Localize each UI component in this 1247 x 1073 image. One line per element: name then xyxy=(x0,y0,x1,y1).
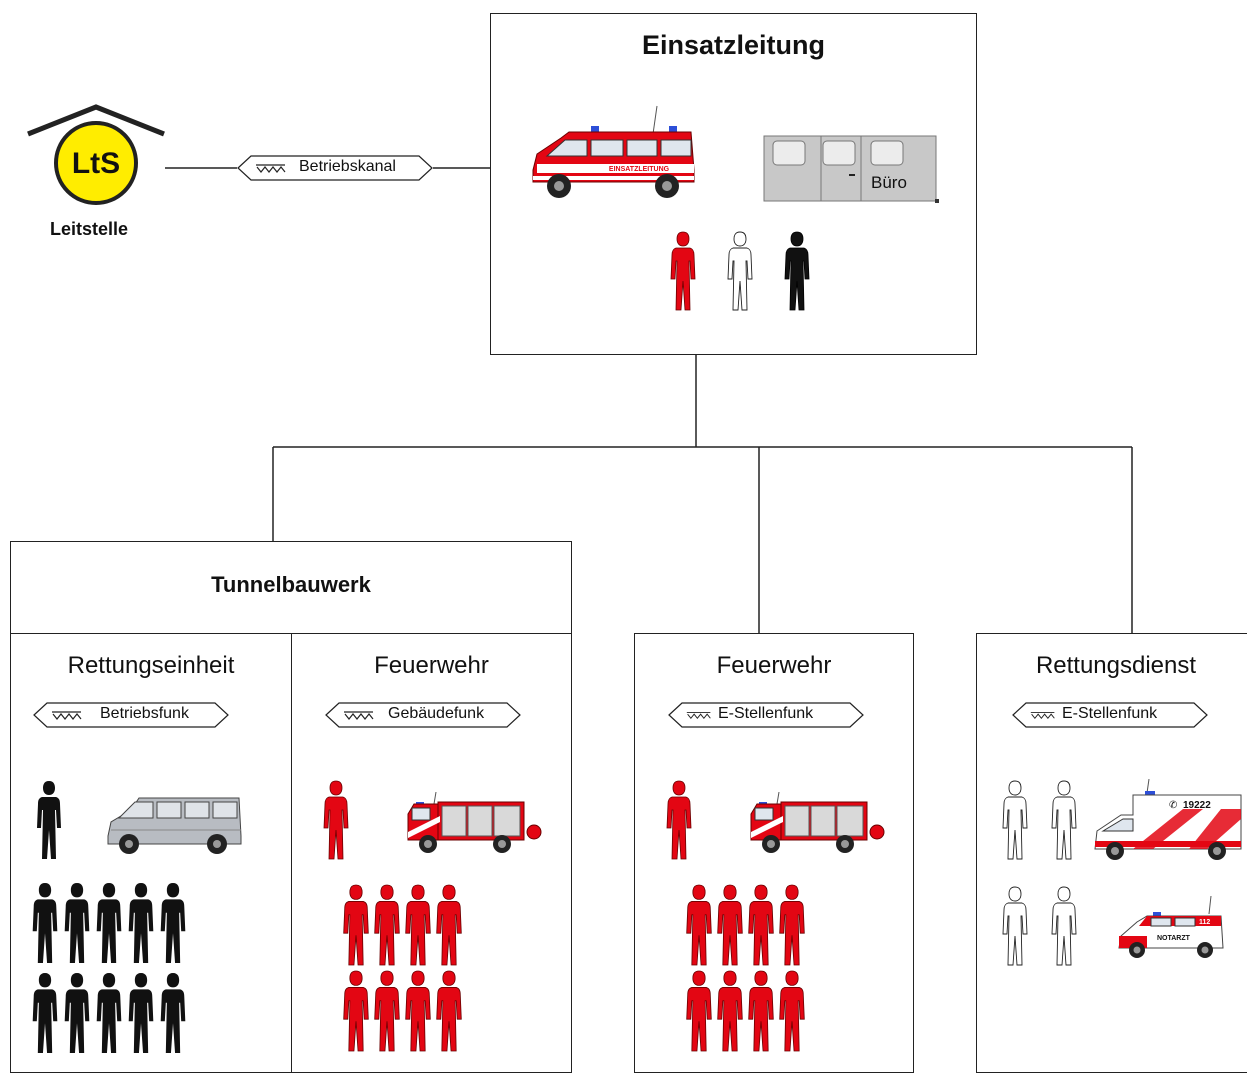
person-black-icon xyxy=(63,882,91,964)
channel-label: E-Stellenfunk xyxy=(718,705,814,722)
person-red-icon xyxy=(404,884,432,966)
person-white-icon xyxy=(727,231,753,311)
person-red-icon xyxy=(435,970,463,1052)
unit-feuerwehr: Feuerwehr E-Stellenfunk xyxy=(634,633,914,1073)
person-red-icon xyxy=(342,884,370,966)
channel-e-stellenfunk: E-Stellenfunk xyxy=(1012,702,1208,728)
person-red-icon xyxy=(716,884,744,966)
channel-betriebsfunk: Betriebsfunk xyxy=(33,702,229,728)
person-red-icon xyxy=(373,970,401,1052)
einsatzleitung-title: Einsatzleitung xyxy=(641,30,825,60)
unit-title: Feuerwehr xyxy=(716,652,832,679)
person-black-icon xyxy=(63,972,91,1054)
person-red-icon xyxy=(670,231,696,311)
person-black-icon xyxy=(159,882,187,964)
person-red-icon xyxy=(716,970,744,1052)
person-red-icon xyxy=(666,780,692,860)
tunnelbauwerk-header: Tunnelbauwerk xyxy=(10,541,572,634)
channel-betriebskanal-label: Betriebskanal xyxy=(299,158,396,175)
unit-feuerwehr-tunnel: Feuerwehr Gebäudefunk xyxy=(291,633,572,1073)
person-white-icon xyxy=(1002,886,1028,966)
channel-label: E-Stellenfunk xyxy=(1062,705,1158,722)
person-black-icon xyxy=(36,780,62,860)
channel-betriebskanal: Betriebskanal xyxy=(237,155,433,181)
leitstelle-logo-icon: LtS xyxy=(27,104,165,205)
nef-number: 112 xyxy=(1199,919,1210,926)
office-container-icon xyxy=(763,135,939,203)
person-red-icon xyxy=(685,884,713,966)
fire-truck-icon xyxy=(407,792,542,853)
emergency-doctor-car-icon: 112 NOTARZT xyxy=(1118,896,1224,958)
office-label: Büro xyxy=(871,173,907,192)
person-black-icon xyxy=(31,882,59,964)
person-black-icon xyxy=(127,882,155,964)
person-red-icon xyxy=(685,970,713,1052)
person-red-icon xyxy=(342,970,370,1052)
person-red-icon xyxy=(747,884,775,966)
svg-text:✆: ✆ xyxy=(1169,800,1177,811)
team-black xyxy=(31,882,191,1062)
person-white-icon xyxy=(1051,780,1077,860)
command-vehicle-label: EINSATZLEITUNG xyxy=(609,166,670,173)
person-red-icon xyxy=(435,884,463,966)
person-red-icon xyxy=(778,970,806,1052)
unit-title: Feuerwehr xyxy=(374,652,489,679)
leitstelle-logo-text: LtS xyxy=(72,147,120,180)
fire-truck-icon xyxy=(750,792,885,853)
person-red-icon xyxy=(373,884,401,966)
leitstelle-label: Leitstelle xyxy=(50,219,129,239)
ambulance-phone: 19222 xyxy=(1183,800,1211,811)
ambulance-icon: 19222 ✆ xyxy=(1094,779,1242,860)
transporter-van-icon xyxy=(107,797,242,854)
einsatzleitung-box: Einsatzleitung EINSATZLEITUNG Büro xyxy=(490,13,977,355)
unit-title: Rettungseinheit xyxy=(67,652,235,679)
channel-label: Gebäudefunk xyxy=(388,705,485,722)
person-white-icon xyxy=(1051,886,1077,966)
person-red-icon xyxy=(778,884,806,966)
channel-e-stellenfunk: E-Stellenfunk xyxy=(668,702,864,728)
team-red xyxy=(342,884,472,1064)
person-black-icon xyxy=(127,972,155,1054)
command-vehicle-icon: EINSATZLEITUNG xyxy=(532,105,695,198)
tunnelbauwerk-title: Tunnelbauwerk xyxy=(211,572,371,597)
person-red-icon xyxy=(404,970,432,1052)
person-black-icon xyxy=(95,882,123,964)
person-black-icon xyxy=(159,972,187,1054)
person-red-icon xyxy=(747,970,775,1052)
unit-title: Rettungsdienst xyxy=(1035,652,1197,679)
person-black-icon xyxy=(31,972,59,1054)
office-container: Büro xyxy=(763,135,939,203)
unit-rettungseinheit: Rettungseinheit Betriebsfunk xyxy=(10,633,292,1073)
person-red-icon xyxy=(323,780,349,860)
channel-gebaeudefunk: Gebäudefunk xyxy=(325,702,521,728)
person-black-icon xyxy=(784,231,810,311)
person-black-icon xyxy=(95,972,123,1054)
person-white-icon xyxy=(1002,780,1028,860)
channel-label: Betriebsfunk xyxy=(100,705,189,722)
unit-rettungsdienst: Rettungsdienst E-Stellenfunk 19222 ✆ 112… xyxy=(976,633,1247,1073)
nef-label: NOTARZT xyxy=(1157,935,1191,942)
team-red xyxy=(685,884,815,1064)
